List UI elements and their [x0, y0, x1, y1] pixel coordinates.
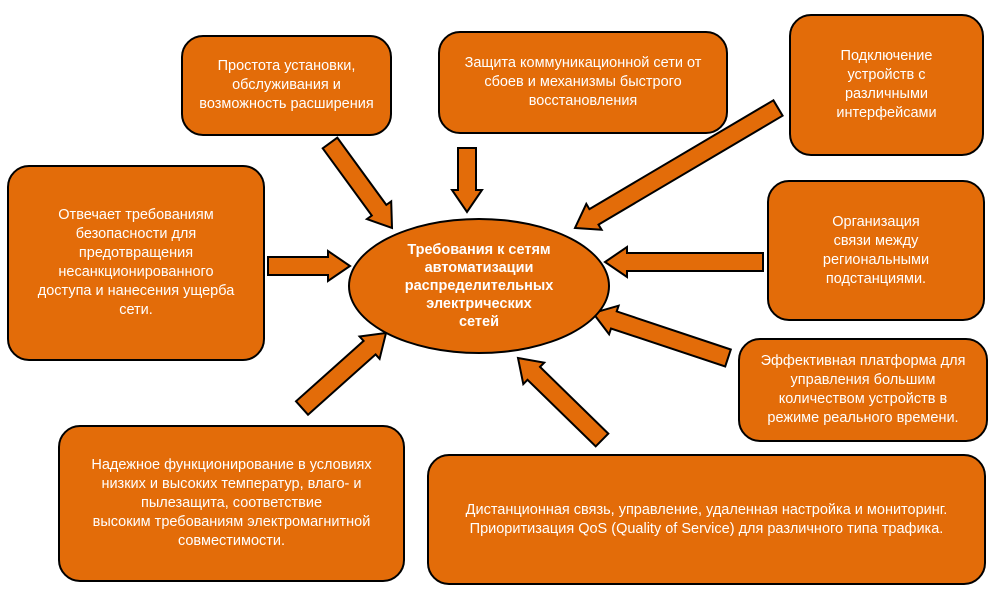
box-security-requirements: Отвечает требованиям безопасности для пр… [7, 165, 265, 361]
box-network-protection: Защита коммуникационной сети от сбоев и … [438, 31, 728, 134]
arrow-from-security [267, 249, 352, 283]
arrow-from-platform [591, 304, 733, 368]
arrow-from-interfaces [573, 98, 784, 231]
box-regional-substations: Организация связи между региональными по… [767, 180, 985, 321]
arrow-from-reliability [294, 331, 388, 417]
arrow-from-remote [516, 356, 610, 448]
box-realtime-platform: Эффективная платформа для управления бол… [738, 338, 988, 442]
box-remote-management: Дистанционная связь, управление, удаленн… [427, 454, 986, 585]
box-installation-simplicity: Простота установки, обслуживания и возмо… [181, 35, 392, 136]
center-requirements-ellipse: Требования к сетям автоматизации распред… [348, 218, 610, 354]
box-reliable-operation: Надежное функционирование в условиях низ… [58, 425, 405, 582]
arrow-from-protection [450, 147, 484, 214]
box-device-interfaces: Подключение устройств с различными интер… [789, 14, 984, 156]
arrow-from-installation [321, 136, 394, 230]
arrow-from-substations [603, 245, 764, 279]
